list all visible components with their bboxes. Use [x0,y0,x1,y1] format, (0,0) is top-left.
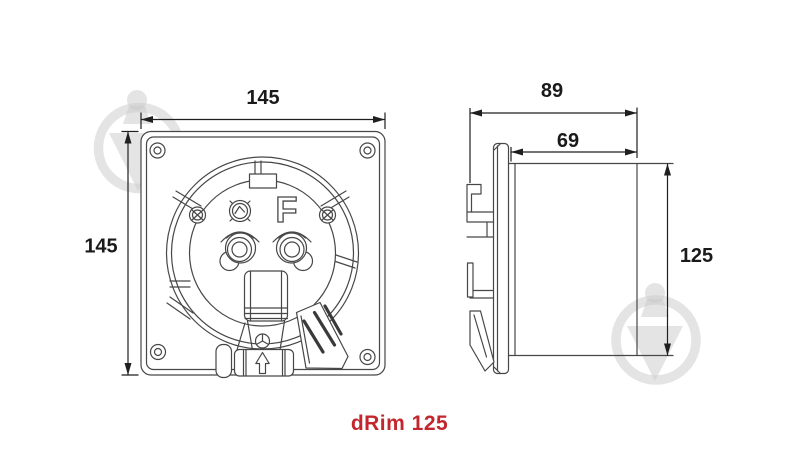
cable-gland [215,343,233,379]
label-duct-length: 69 [557,130,579,152]
side-faceplate [492,142,510,375]
cable-ramp [295,301,349,370]
dim-front-height [121,130,139,376]
side-duct [507,162,674,357]
watermark-neck [641,299,669,317]
spoke-screws [188,206,337,224]
side-faceplate-edges [493,143,501,374]
label-duct-height: 125 [680,245,713,267]
motor-mount-left [219,232,257,272]
motor-mount-right [275,232,314,272]
watermark-head [645,283,665,303]
label-front-width: 145 [246,87,279,109]
corner-screws [149,142,376,366]
front-view [140,130,386,379]
label-front-height: 145 [84,236,117,258]
dim-front-width [140,112,386,129]
watermark-body [627,326,683,381]
watermark-logo-right [611,283,701,385]
dim-duct-height [664,163,671,356]
watermark-head [127,90,147,110]
airflow-arrow-icon [255,351,270,375]
timer-screw [228,199,252,223]
bottom-connector [233,348,295,377]
dim-total-depth [469,107,638,183]
dim-duct-length [510,147,637,162]
motor-marking-letter: F [276,189,298,230]
side-mounting-clips [466,183,495,372]
terminal-box [236,270,289,351]
motor-mount-arcs [220,231,312,243]
bottom-screw [254,333,271,349]
side-view [466,142,674,375]
label-total-depth: 89 [541,80,563,102]
dimensions [121,107,671,376]
motor-plate-top-notch [248,173,278,189]
product-title: dRim 125 [350,412,449,435]
